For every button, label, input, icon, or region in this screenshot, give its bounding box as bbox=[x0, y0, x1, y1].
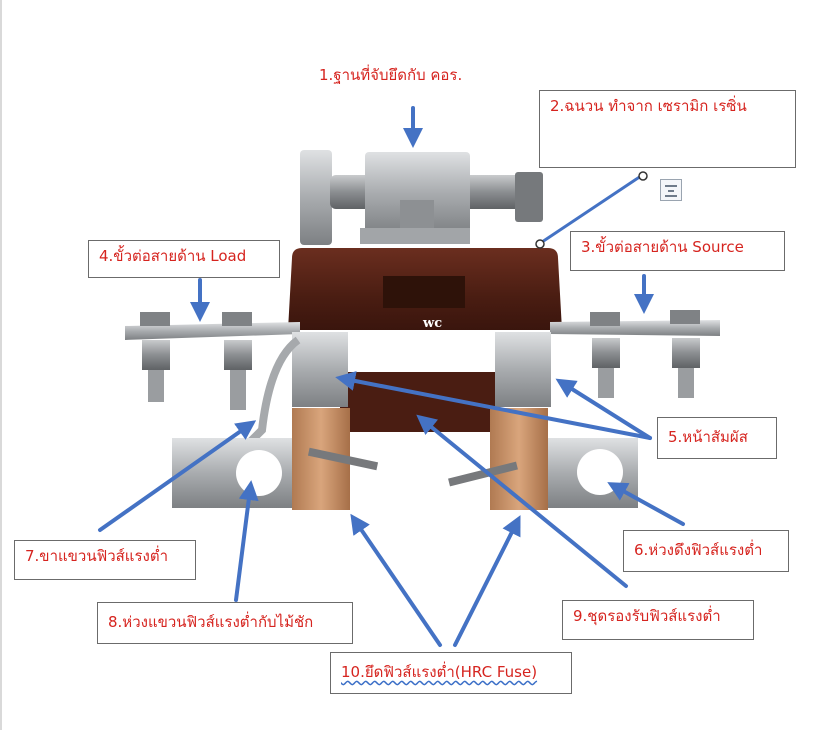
label-contact-surface: 5.หน้าสัมผัส bbox=[657, 417, 777, 459]
fuse-hanging-leg bbox=[247, 336, 301, 445]
terminal-plate bbox=[125, 310, 720, 410]
callout-arrows bbox=[98, 106, 685, 647]
label-load-terminal: 4.ขั้วต่อสายด้าน Load bbox=[88, 240, 280, 278]
mounting-clamp bbox=[300, 150, 543, 245]
label-mounting-base: 1.ฐานที่จับยึดกับ คอร. bbox=[308, 55, 508, 97]
page-edge bbox=[0, 0, 2, 730]
label-fuse-support: 9.ชุดรองรับฟิวส์แรงต่ำ bbox=[562, 600, 754, 640]
connector-handle-top bbox=[638, 171, 648, 181]
text-wrap-icon[interactable] bbox=[660, 179, 682, 201]
label-fuse-pull-ring: 6.ห่วงดึงฟิวส์แรงต่ำ bbox=[623, 530, 789, 572]
label-hrc-fuse-text: 10.ยึดฟิวส์แรงต่ำ(HRC Fuse) bbox=[341, 663, 538, 681]
label-fuse-hanging-ring: 8.ห่วงแขวนฟิวส์แรงต่ำกับไม้ชัก bbox=[97, 602, 353, 644]
label-source-terminal: 3.ขั้วต่อสายด้าน Source bbox=[570, 231, 785, 271]
label-insulator[interactable]: 2.ฉนวน ทำจาก เซรามิก เรซิ่น bbox=[539, 90, 796, 168]
contact-blades bbox=[292, 332, 551, 407]
label-fuse-hanging-leg: 7.ขาแขวนฟิวส์แรงต่ำ bbox=[14, 540, 196, 580]
watermark: wc bbox=[423, 316, 443, 331]
label-hrc-fuse-mount: 10.ยึดฟิวส์แรงต่ำ(HRC Fuse) bbox=[330, 652, 572, 694]
fuse-rings bbox=[172, 438, 638, 508]
fuse-support-holders bbox=[292, 408, 548, 510]
connector-handle-bottom bbox=[535, 239, 545, 249]
